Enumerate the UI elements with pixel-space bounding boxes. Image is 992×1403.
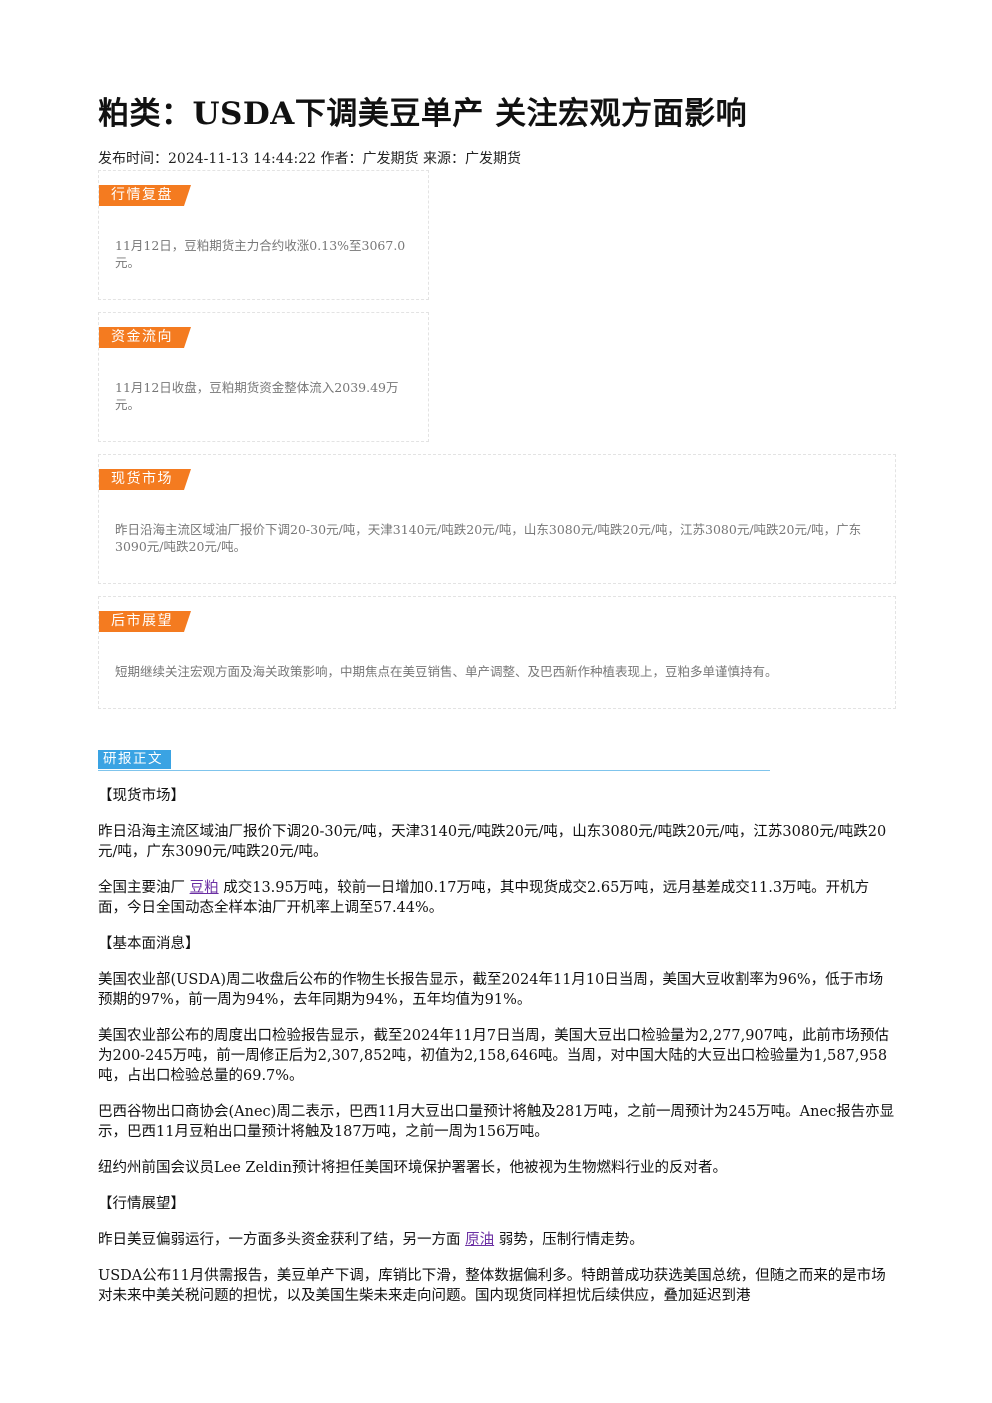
article-meta: 发布时间：2024-11-13 14:44:22 作者：广发期货 来源：广发期货 xyxy=(98,151,521,167)
paragraph-spot-1: 昨日沿海主流区域油厂报价下调20-30元/吨，天津3140元/吨跌20元/吨，山… xyxy=(98,824,887,860)
outlook-text: 短期继续关注宏观方面及海关政策影响，中期焦点在美豆销售、单产调整、及巴西新作种植… xyxy=(115,664,778,679)
spot-market-box: 现货市场 昨日沿海主流区域油厂报价下调20-30元/吨，天津3140元/吨跌20… xyxy=(98,454,896,584)
paragraph-outlook-2: USDA公布11月供需报告，美豆单产下调，库销比下滑，整体数据偏利多。特朗普成功… xyxy=(98,1268,886,1304)
report-tag: 研报正文 xyxy=(98,750,171,769)
paragraph-fundamentals-2: 美国农业部公布的周度出口检验报告显示，截至2024年11月7日当周，美国大豆出口… xyxy=(98,1028,889,1084)
paragraph-spot-2-end: 成交13.95万吨，较前一日增加0.17万吨，其中现货成交2.65万吨，远月基差… xyxy=(98,880,870,916)
market-review-box: 行情复盘 11月12日，豆粕期货主力合约收涨0.13%至3067.0元。 xyxy=(98,170,429,300)
outlook-box: 后市展望 短期继续关注宏观方面及海关政策影响，中期焦点在美豆销售、单产调整、及巴… xyxy=(98,596,896,709)
heading-market-outlook: 【行情展望】 xyxy=(98,1196,185,1212)
page-title: 粕类：USDA下调美豆单产 关注宏观方面影响 xyxy=(98,96,748,132)
paragraph-outlook-1: 昨日美豆偏弱运行，一方面多头资金获利了结，另一方面 原油 弱势，压制行情走势。 xyxy=(98,1230,896,1250)
paragraph-fundamentals-1: 美国农业部(USDA)周二收盘后公布的作物生长报告显示，截至2024年11月10… xyxy=(98,972,884,1008)
soymeal-link[interactable]: 豆粕 xyxy=(189,880,219,896)
crude-oil-link[interactable]: 原油 xyxy=(465,1232,495,1248)
report-section-header: 研报正文 xyxy=(98,750,770,771)
market-review-tag: 行情复盘 xyxy=(99,185,191,206)
capital-flow-text: 11月12日收盘，豆粕期货资金整体流入2039.49万元。 xyxy=(115,380,399,412)
paragraph-fundamentals-4: 纽约州前国会议员Lee Zeldin预计将担任美国环境保护署署长，他被视为生物燃… xyxy=(98,1160,727,1176)
capital-flow-tag: 资金流向 xyxy=(99,327,191,348)
paragraph-spot-2-start: 全国主要油厂 xyxy=(98,880,190,896)
outlook-tag: 后市展望 xyxy=(99,611,191,632)
paragraph-outlook-1-start: 昨日美豆偏弱运行，一方面多头资金获利了结，另一方面 xyxy=(98,1232,466,1248)
paragraph-fundamentals-3: 巴西谷物出口商协会(Anec)周二表示，巴西11月大豆出口量预计将触及281万吨… xyxy=(98,1104,895,1140)
paragraph-outlook-1-end: 弱势，压制行情走势。 xyxy=(494,1232,644,1248)
spot-market-tag: 现货市场 xyxy=(99,469,191,490)
heading-fundamentals: 【基本面消息】 xyxy=(98,936,200,952)
heading-spot-market: 【现货市场】 xyxy=(98,788,185,804)
paragraph-spot-2: 全国主要油厂 豆粕 成交13.95万吨，较前一日增加0.17万吨，其中现货成交2… xyxy=(98,878,896,918)
spot-market-text: 昨日沿海主流区域油厂报价下调20-30元/吨，天津3140元/吨跌20元/吨，山… xyxy=(115,522,862,554)
market-review-text: 11月12日，豆粕期货主力合约收涨0.13%至3067.0元。 xyxy=(115,238,406,270)
capital-flow-box: 资金流向 11月12日收盘，豆粕期货资金整体流入2039.49万元。 xyxy=(98,312,429,442)
